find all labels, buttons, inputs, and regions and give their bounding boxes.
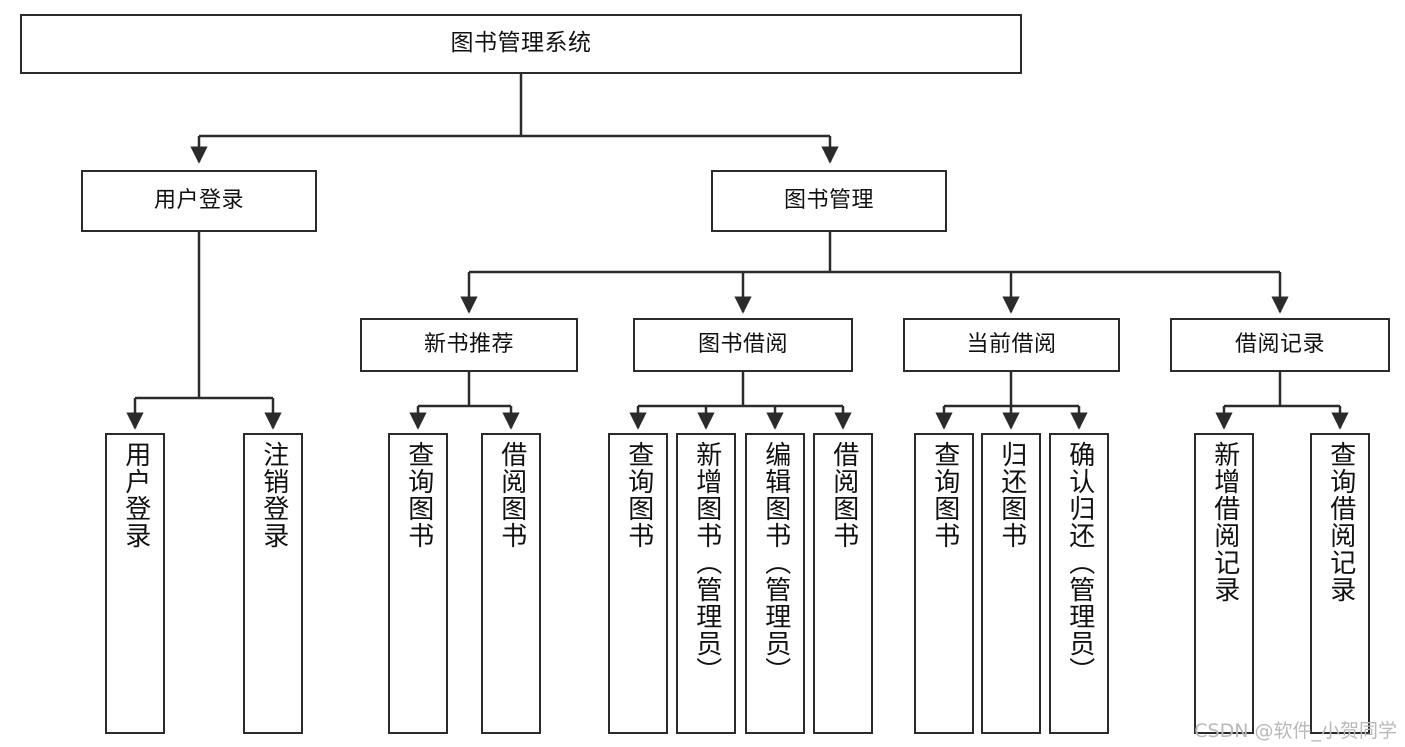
node-leaf-borrow-book-1[interactable]: 借阅图书: [481, 433, 541, 734]
node-label: 编辑图书（管理员）: [760, 441, 791, 684]
node-label: 借阅图书: [828, 441, 859, 549]
node-leaf-user-login[interactable]: 用户登录: [105, 433, 165, 734]
node-label: 图书借阅: [697, 331, 788, 357]
node-label: 借阅记录: [1234, 331, 1325, 357]
node-leaf-borrow-book-2[interactable]: 借阅图书: [813, 433, 873, 734]
node-leaf-confirm-return[interactable]: 确认归还（管理员）: [1049, 433, 1109, 734]
node-root-book-management-system[interactable]: 图书管理系统: [20, 14, 1022, 74]
node-label: 图书管理系统: [450, 30, 592, 57]
node-leaf-query-book-2[interactable]: 查询图书: [608, 433, 668, 734]
node-label: 当前借阅: [966, 331, 1057, 357]
node-label: 查询图书: [403, 441, 434, 549]
node-book-management[interactable]: 图书管理: [711, 170, 947, 232]
node-label: 新增图书（管理员）: [691, 441, 722, 684]
node-leaf-edit-book[interactable]: 编辑图书（管理员）: [745, 433, 805, 734]
node-new-book-recommend[interactable]: 新书推荐: [360, 318, 578, 372]
node-leaf-add-book[interactable]: 新增图书（管理员）: [676, 433, 736, 734]
node-label: 新书推荐: [423, 331, 514, 357]
node-label: 图书管理: [783, 187, 874, 213]
node-leaf-add-record[interactable]: 新增借阅记录: [1194, 433, 1254, 734]
node-label: 查询图书: [929, 441, 960, 549]
node-label: 查询借阅记录: [1325, 441, 1356, 603]
node-label: 查询图书: [623, 441, 654, 549]
node-label: 确认归还（管理员）: [1064, 441, 1095, 684]
node-label: 新增借阅记录: [1209, 441, 1240, 603]
node-book-borrow[interactable]: 图书借阅: [633, 318, 853, 372]
node-label: 用户登录: [153, 187, 244, 213]
node-user-login[interactable]: 用户登录: [81, 170, 317, 232]
node-current-borrow[interactable]: 当前借阅: [903, 318, 1120, 372]
node-leaf-query-book-3[interactable]: 查询图书: [914, 433, 974, 734]
node-borrow-record[interactable]: 借阅记录: [1170, 318, 1390, 372]
node-label: 注销登录: [258, 441, 289, 549]
csdn-watermark: CSDN @软件_小贺同学: [1194, 720, 1397, 742]
node-leaf-query-book-1[interactable]: 查询图书: [388, 433, 448, 734]
node-leaf-query-record[interactable]: 查询借阅记录: [1310, 433, 1370, 734]
node-label: 归还图书: [996, 441, 1027, 549]
node-label: 用户登录: [120, 441, 151, 549]
node-leaf-return-book[interactable]: 归还图书: [981, 433, 1041, 734]
node-leaf-user-logout[interactable]: 注销登录: [243, 433, 303, 734]
node-label: 借阅图书: [496, 441, 527, 549]
